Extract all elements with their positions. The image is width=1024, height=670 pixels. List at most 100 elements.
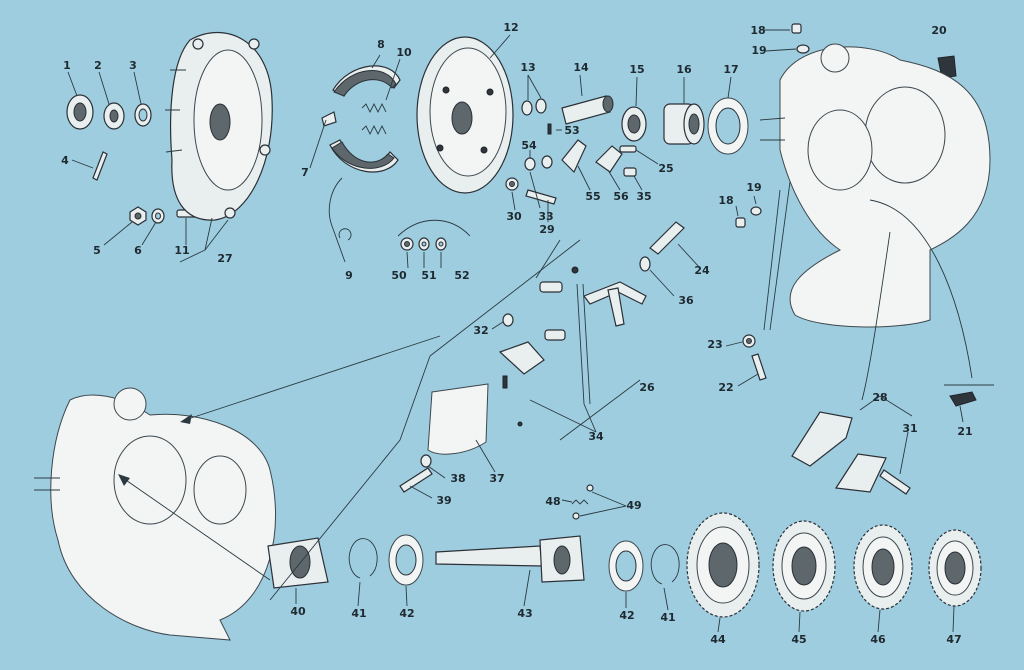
part-39-screw <box>399 467 433 493</box>
part-1-nut <box>66 94 94 130</box>
part-36-washer <box>639 256 651 272</box>
part-45-gear <box>772 520 836 612</box>
label-6: 6 <box>134 244 142 257</box>
part-31-bolt <box>879 469 911 495</box>
label-42-right: 42 <box>619 609 634 622</box>
label-1: 1 <box>63 59 71 72</box>
part-41-circlip-left <box>348 538 378 579</box>
label-9: 9 <box>345 269 353 282</box>
label-50: 50 <box>391 269 407 282</box>
label-19-top: 19 <box>751 44 766 57</box>
label-21: 21 <box>957 425 972 438</box>
label-15: 15 <box>629 63 644 76</box>
part-34-pins <box>517 283 591 427</box>
part-labels: 1 2 3 4 5 6 11 27 7 8 10 9 12 13 14 15 1… <box>61 21 972 646</box>
part-42-washer-left <box>388 534 424 586</box>
label-17: 17 <box>723 63 738 76</box>
part-30-nut <box>505 177 519 191</box>
label-41-right: 41 <box>660 611 675 624</box>
label-40: 40 <box>290 605 306 618</box>
label-27: 27 <box>217 252 232 265</box>
label-32: 32 <box>473 324 488 337</box>
part-37-cover-plate <box>427 375 508 455</box>
part-55-lever <box>561 139 587 174</box>
label-13: 13 <box>520 61 535 74</box>
label-12: 12 <box>503 21 518 34</box>
part-35-screw <box>623 167 637 177</box>
part-28-bracket <box>791 411 887 493</box>
label-51: 51 <box>421 269 436 282</box>
part-43-mainshaft <box>435 535 585 583</box>
part-49-ball <box>572 484 594 520</box>
part-41-circlip-right <box>650 544 680 585</box>
part-40-sliding-dog <box>267 537 329 589</box>
part-42-washer-right <box>608 540 644 592</box>
label-29: 29 <box>539 223 554 236</box>
label-42-left: 42 <box>399 607 414 620</box>
part-46-gear <box>853 524 913 610</box>
part-6-washer <box>151 208 165 224</box>
part-52-washer <box>435 237 447 251</box>
label-22: 22 <box>718 381 733 394</box>
label-4: 4 <box>61 154 69 167</box>
part-19-washer-side <box>750 206 762 216</box>
part-53-pin <box>547 123 552 135</box>
part-33-washer <box>541 155 553 169</box>
label-43: 43 <box>517 607 532 620</box>
label-3: 3 <box>129 59 137 72</box>
label-11: 11 <box>174 244 189 257</box>
label-28: 28 <box>872 391 887 404</box>
label-26: 26 <box>639 381 655 394</box>
label-37: 37 <box>489 472 504 485</box>
part-51-washer <box>418 237 430 251</box>
part-24-shaft <box>649 221 685 255</box>
label-19-side: 19 <box>746 181 761 194</box>
leader-lines <box>67 29 994 633</box>
label-18-top: 18 <box>750 24 765 37</box>
part-38-washer <box>420 454 432 468</box>
label-10: 10 <box>396 46 412 59</box>
label-52: 52 <box>454 269 469 282</box>
part-23-nut <box>742 334 756 348</box>
label-36: 36 <box>678 294 694 307</box>
part-17-gasket <box>707 97 749 155</box>
part-18-plug-side <box>735 217 746 228</box>
part-18-plug-top <box>791 23 802 34</box>
label-47: 47 <box>946 633 961 646</box>
part-26-selector-fork <box>539 266 647 341</box>
part-13-o-rings <box>521 98 547 116</box>
part-15-seal <box>621 106 647 142</box>
label-25: 25 <box>658 162 673 175</box>
part-14-cam-shaft <box>561 95 614 125</box>
part-27-brake-housing <box>165 31 273 221</box>
part-56-lever <box>595 145 623 173</box>
right-crankcase <box>759 43 991 328</box>
part-48-spring <box>571 499 589 505</box>
label-56: 56 <box>613 190 629 203</box>
label-49: 49 <box>626 499 641 512</box>
part-47-gear <box>928 529 982 607</box>
label-18-side: 18 <box>718 194 733 207</box>
label-48: 48 <box>545 495 560 508</box>
part-9-circlip <box>338 228 352 241</box>
part-19-washer-top <box>796 44 810 54</box>
label-35: 35 <box>636 190 651 203</box>
part-12-brake-plate <box>416 36 514 194</box>
label-24: 24 <box>694 264 710 277</box>
part-4-stud <box>92 151 108 181</box>
part-44-gear <box>686 512 760 618</box>
part-10-spring <box>361 102 387 136</box>
label-53: 53 <box>564 124 579 137</box>
part-20-breather <box>937 55 957 79</box>
label-54: 54 <box>521 139 537 152</box>
label-33: 33 <box>538 210 553 223</box>
label-55: 55 <box>585 190 600 203</box>
label-20: 20 <box>931 24 947 37</box>
label-31: 31 <box>902 422 917 435</box>
label-14: 14 <box>573 61 589 74</box>
part-54-washer <box>524 157 536 171</box>
label-2: 2 <box>94 59 102 72</box>
part-29-pin <box>525 189 557 205</box>
part-50-nut <box>400 237 414 251</box>
